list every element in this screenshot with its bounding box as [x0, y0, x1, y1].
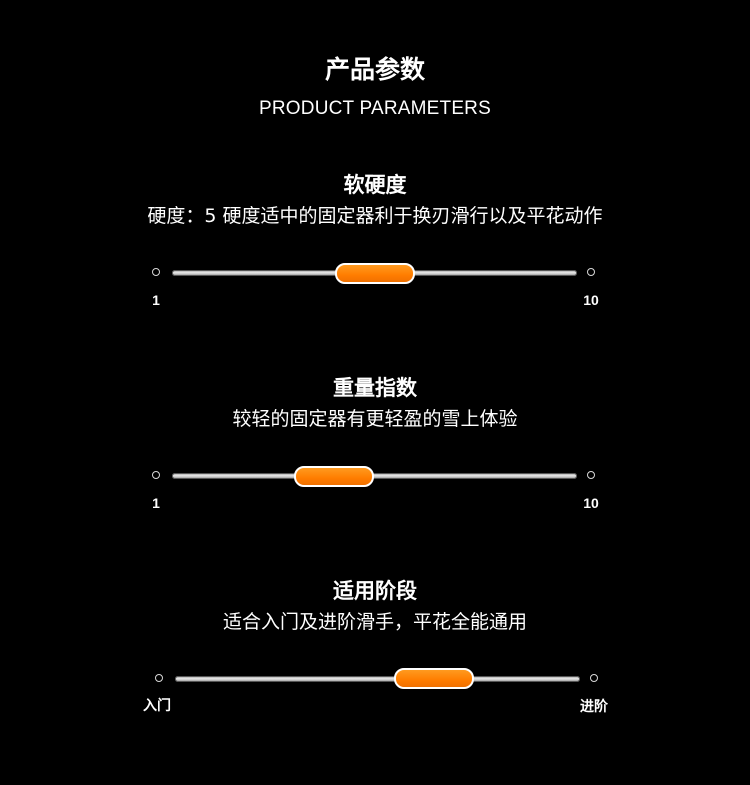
page-title: 产品参数 — [324, 55, 425, 84]
slider-max-label: 10 — [583, 495, 599, 511]
slider-min-dot — [155, 674, 163, 682]
slider-max-dot — [590, 674, 598, 682]
slider-track — [175, 676, 580, 682]
slider-min-label: 1 — [152, 292, 160, 308]
slider-max-dot — [587, 471, 595, 479]
param-title: 重量指数 — [333, 376, 417, 400]
slider-max-dot — [587, 268, 595, 276]
slider-max-label: 进阶 — [580, 698, 608, 714]
slider-min-label: 入门 — [143, 697, 171, 713]
slider-min-dot — [152, 471, 160, 479]
slider-thumb — [334, 263, 415, 284]
slider-track — [172, 473, 577, 479]
param-description: 硬度：5 硬度适中的固定器利于换刃滑行以及平花动作 — [147, 205, 603, 227]
param-description: 适合入门及进阶滑手，平花全能通用 — [222, 611, 527, 633]
param-title: 软硬度 — [343, 173, 407, 197]
slider-max-label: 10 — [583, 292, 599, 308]
slider-thumb — [294, 466, 374, 487]
param-title: 适用阶段 — [333, 579, 417, 603]
slider-min-label: 1 — [152, 495, 160, 511]
slider-min-dot — [152, 268, 160, 276]
page-subtitle: PRODUCT PARAMETERS — [259, 98, 491, 119]
param-hardness: 软硬度 硬度：5 硬度适中的固定器利于换刃滑行以及平花动作 1 10 — [0, 170, 750, 340]
param-level: 适用阶段 适合入门及进阶滑手，平花全能通用 入门 进阶 — [0, 576, 750, 746]
slider-thumb — [394, 668, 475, 689]
param-weight: 重量指数 较轻的固定器有更轻盈的雪上体验 1 10 — [0, 373, 750, 543]
param-description: 较轻的固定器有更轻盈的雪上体验 — [232, 408, 518, 430]
